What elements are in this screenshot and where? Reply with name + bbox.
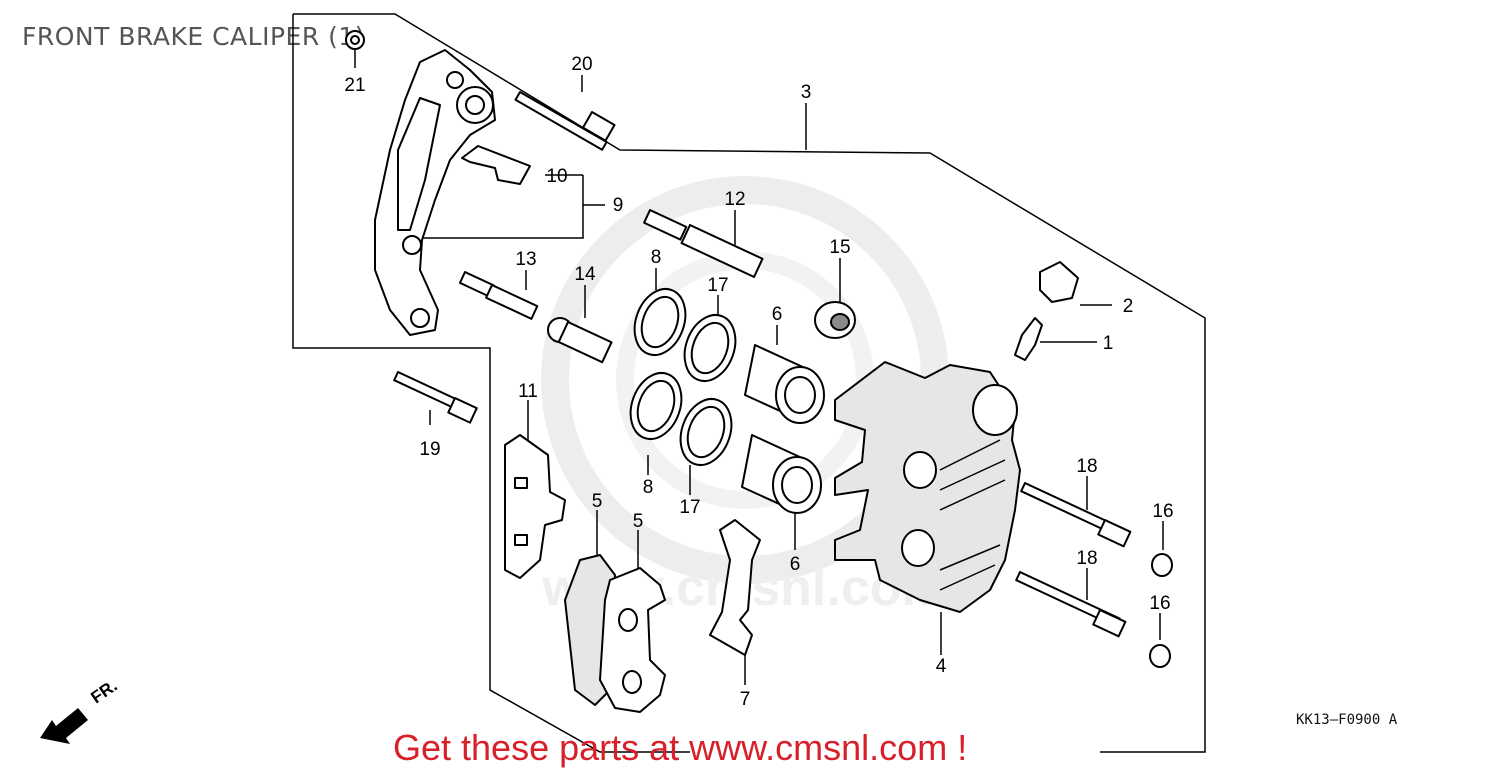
callout-16b: 16 [1149,593,1170,614]
callout-8a: 8 [651,247,662,268]
callout-13: 13 [515,249,536,270]
brake-pad-5-inner[interactable] [599,567,666,713]
bolt-20[interactable] [514,90,616,151]
piston-seal-8-upper[interactable] [626,282,694,362]
callout-19: 19 [419,439,440,460]
callout-15: 15 [829,237,850,258]
direction-label: FR. [87,676,120,707]
slide-pin-13[interactable] [458,271,539,320]
callout-6a: 6 [772,304,783,325]
callout-20: 20 [571,54,592,75]
callout-21: 21 [344,75,365,96]
callout-4: 4 [936,656,947,677]
page-title: FRONT BRAKE CALIPER (1) [22,22,366,51]
callout-12: 12 [724,189,745,210]
pad-pin-18-lower[interactable] [1015,571,1127,638]
callout-18b: 18 [1076,548,1097,569]
callout-17b: 17 [679,497,700,518]
nut-21[interactable] [345,30,365,50]
piston-seal-8-lower[interactable] [622,366,690,446]
bolt-19[interactable] [393,370,478,424]
boot-15[interactable] [814,301,856,339]
bleeder-screw-1[interactable] [1014,317,1043,361]
callout-1: 1 [1103,333,1114,354]
callout-16a: 16 [1152,501,1173,522]
callout-17a: 17 [707,275,728,296]
callout-11: 11 [518,381,538,402]
plug-16-lower[interactable] [1149,644,1171,668]
slide-pin-12[interactable] [643,208,764,278]
pad-retainer-7[interactable] [709,519,761,656]
callout-5a: 5 [592,491,603,512]
caliper-bracket[interactable] [374,49,496,336]
callout-5b: 5 [633,511,644,532]
pad-shim-11[interactable] [504,434,566,579]
dust-seal-17-upper[interactable] [676,308,744,388]
callout-9: 9 [613,195,624,216]
diagram-code: KK13–F0900 A [1296,712,1398,728]
callout-10: 10 [546,166,567,187]
piston-6-lower[interactable] [741,434,822,514]
front-direction-arrow-icon: FR. [40,676,121,744]
dust-seal-17-lower[interactable] [672,392,740,472]
callout-numbers: 1 2 3 4 5 5 6 6 7 8 8 9 10 11 12 13 14 1… [344,54,1173,710]
callout-14: 14 [574,264,596,285]
bolt-14[interactable] [547,317,613,364]
piston-6-upper[interactable] [744,344,825,424]
pad-pin-18-upper[interactable] [1020,482,1132,548]
caliper-body-4[interactable] [834,361,1021,613]
callout-3: 3 [801,82,812,103]
plug-16-upper[interactable] [1151,553,1173,577]
callout-8b: 8 [643,477,654,498]
bleeder-cap-2[interactable] [1039,261,1079,303]
callout-2: 2 [1123,296,1134,317]
callout-7: 7 [740,689,751,710]
group-frame [292,13,1206,753]
promo-link-text[interactable]: Get these parts at www.cmsnl.com ! [393,727,968,768]
callout-18a: 18 [1076,456,1097,477]
callout-6b: 6 [790,554,801,575]
pad-spring-10[interactable] [461,145,531,185]
